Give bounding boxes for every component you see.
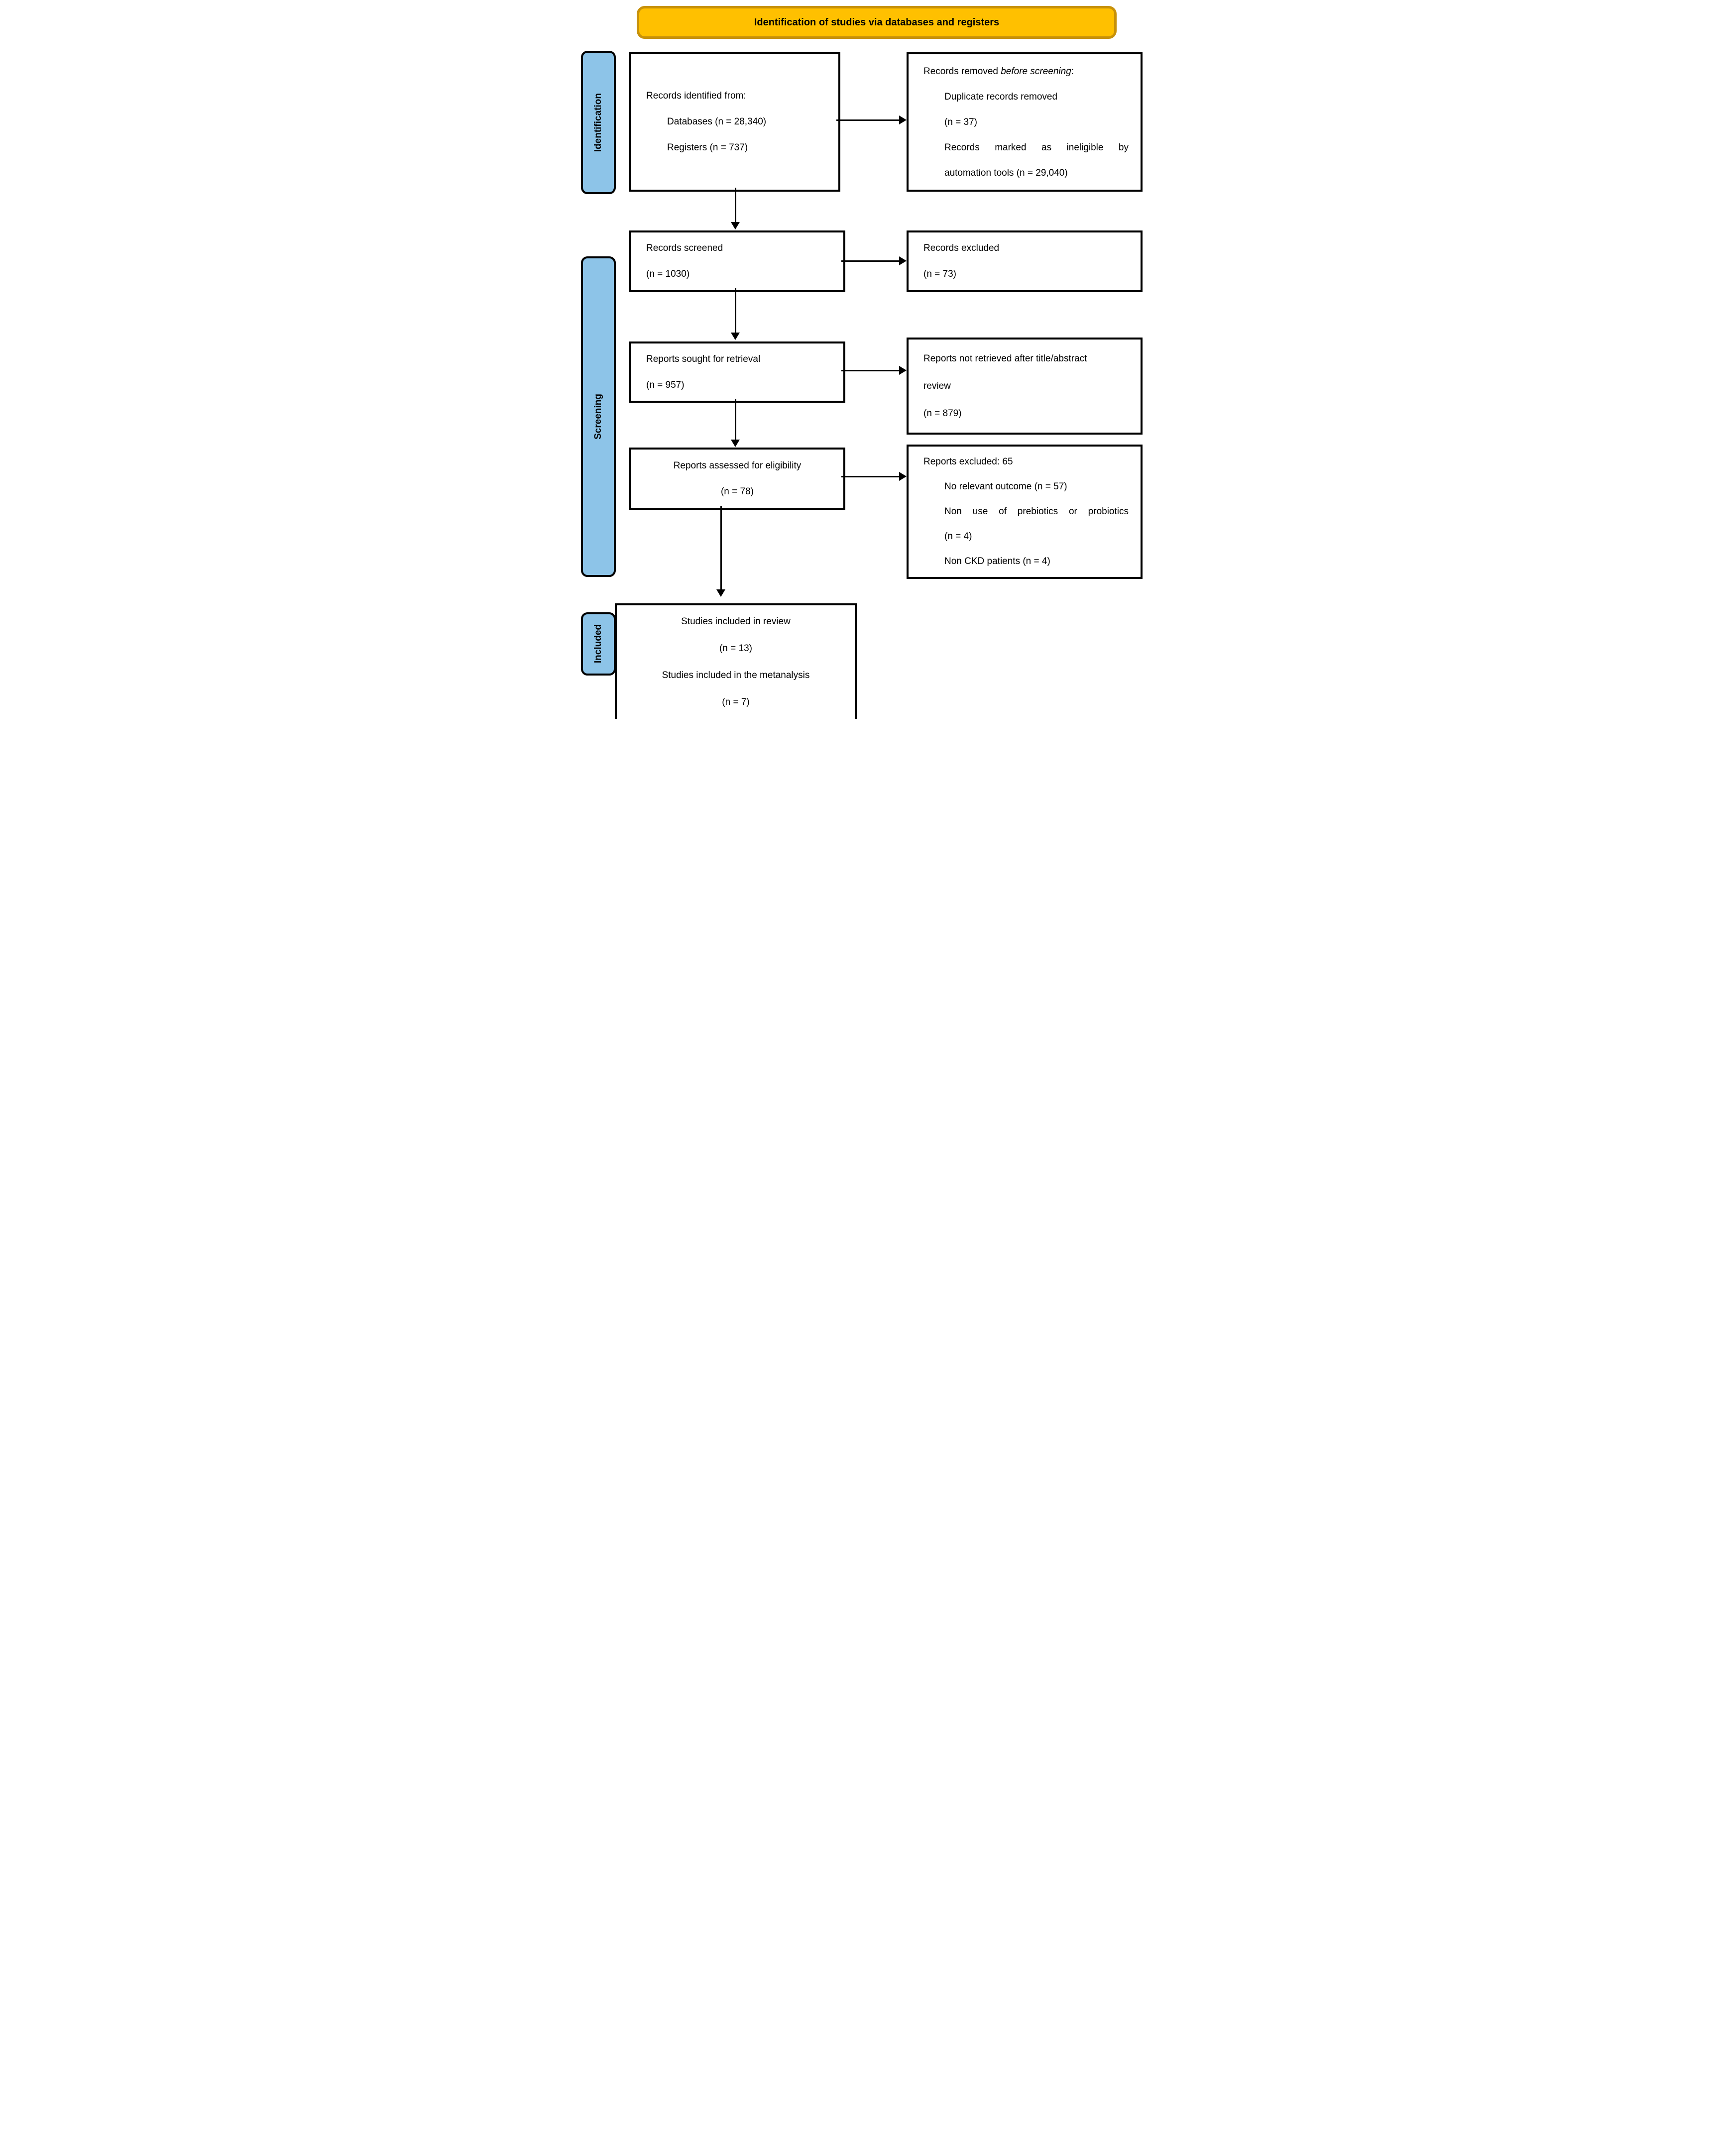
prisma-flow-diagram: Identification of studies via databases … — [574, 0, 1148, 719]
box-line: (n = 73) — [923, 269, 957, 279]
box-line: (n = 78) — [720, 486, 754, 497]
box-line: Records screened — [646, 243, 723, 253]
title-colon: : — [1071, 66, 1074, 77]
arrow-shaft — [836, 119, 899, 121]
box-line: Duplicate records removed — [944, 91, 1058, 102]
reports-not-retrieved-box: Reports not retrieved after title/abstra… — [907, 338, 1143, 435]
studies-included-box: Studies included in review (n = 13) Stud… — [615, 603, 857, 719]
box-line: (n = 13) — [719, 643, 752, 654]
box-title: Records removed before screening: — [909, 59, 1141, 84]
records-screened-box: Records screened (n = 1030) — [629, 230, 845, 292]
arrow-shaft — [720, 506, 722, 589]
arrow-shaft — [841, 369, 899, 371]
stage-tab-included: Included — [581, 612, 616, 676]
box-line: Non use of prebiotics or probiotics — [944, 506, 1129, 517]
arrowhead-right-icon — [899, 256, 907, 265]
box-line: Reports not retrieved after title/abstra… — [923, 353, 1087, 364]
box-line: Registers (n = 737) — [667, 142, 748, 153]
box-line: automation tools (n = 29,040) — [944, 167, 1068, 178]
arrowhead-right-icon — [899, 472, 907, 481]
arrow-sought-to-assessed — [731, 399, 740, 447]
banner-title: Identification of studies via databases … — [637, 6, 1117, 39]
arrow-shaft — [734, 288, 736, 333]
stage-tab-screening: Screening — [581, 256, 616, 577]
box-line: Non CKD patients (n = 4) — [944, 556, 1050, 567]
box-line: (n = 7) — [722, 697, 750, 707]
arrow-shaft — [734, 188, 736, 222]
records-identified-box: Records identified from: Databases (n = … — [629, 52, 840, 192]
reports-excluded-box: Reports excluded: 65 No relevant outcome… — [907, 445, 1143, 579]
arrow-screened-to-sought — [731, 288, 740, 340]
arrow-assessed-to-included — [716, 506, 725, 597]
stage-label: Included — [593, 624, 603, 664]
box-line: (n = 879) — [923, 408, 962, 419]
arrow-identified-to-screened — [731, 188, 740, 229]
box-line: Reports sought for retrieval — [646, 353, 761, 364]
box-line: (n = 37) — [944, 116, 978, 127]
arrow-shaft — [841, 475, 899, 477]
reports-sought-box: Reports sought for retrieval (n = 957) — [629, 341, 845, 403]
box-line: Records excluded — [923, 243, 1000, 253]
arrowhead-down-icon — [731, 333, 740, 340]
box-line: (n = 4) — [944, 531, 972, 542]
arrow-shaft — [734, 399, 736, 440]
stage-label: Identification — [593, 93, 603, 152]
box-line: Reports assessed for eligibility — [673, 460, 802, 471]
arrow-sought-to-not-retrieved — [841, 366, 907, 375]
arrow-assessed-to-reports-excluded — [841, 472, 907, 481]
stage-tab-identification: Identification — [581, 51, 616, 194]
arrowhead-right-icon — [899, 366, 907, 375]
box-line: (n = 1030) — [646, 269, 690, 279]
reports-assessed-box: Reports assessed for eligibility (n = 78… — [629, 448, 845, 510]
box-line: review — [923, 381, 951, 391]
box-line: (n = 957) — [646, 379, 685, 390]
title-italic-text: before screening — [1001, 66, 1071, 77]
box-line: Databases (n = 28,340) — [667, 116, 767, 127]
arrow-shaft — [841, 260, 899, 262]
title-text: Records removed — [923, 66, 1001, 77]
box-title: Reports excluded: 65 — [923, 456, 1013, 467]
box-title: Records identified from: — [646, 90, 746, 101]
arrowhead-down-icon — [731, 440, 740, 447]
arrowhead-right-icon — [899, 115, 907, 124]
box-line: Studies included in the metanalysis — [662, 670, 810, 681]
box-line: Records marked as ineligible by — [944, 142, 1129, 153]
records-excluded-box: Records excluded (n = 73) — [907, 230, 1143, 292]
arrowhead-down-icon — [716, 589, 725, 597]
records-removed-box: Records removed before screening: Duplic… — [907, 52, 1143, 192]
arrow-identified-to-removed — [836, 115, 907, 124]
arrow-screened-to-excluded — [841, 256, 907, 265]
box-line: Studies included in review — [681, 616, 791, 627]
box-line: No relevant outcome (n = 57) — [944, 481, 1067, 492]
arrowhead-down-icon — [731, 222, 740, 229]
stage-label: Screening — [593, 394, 603, 440]
